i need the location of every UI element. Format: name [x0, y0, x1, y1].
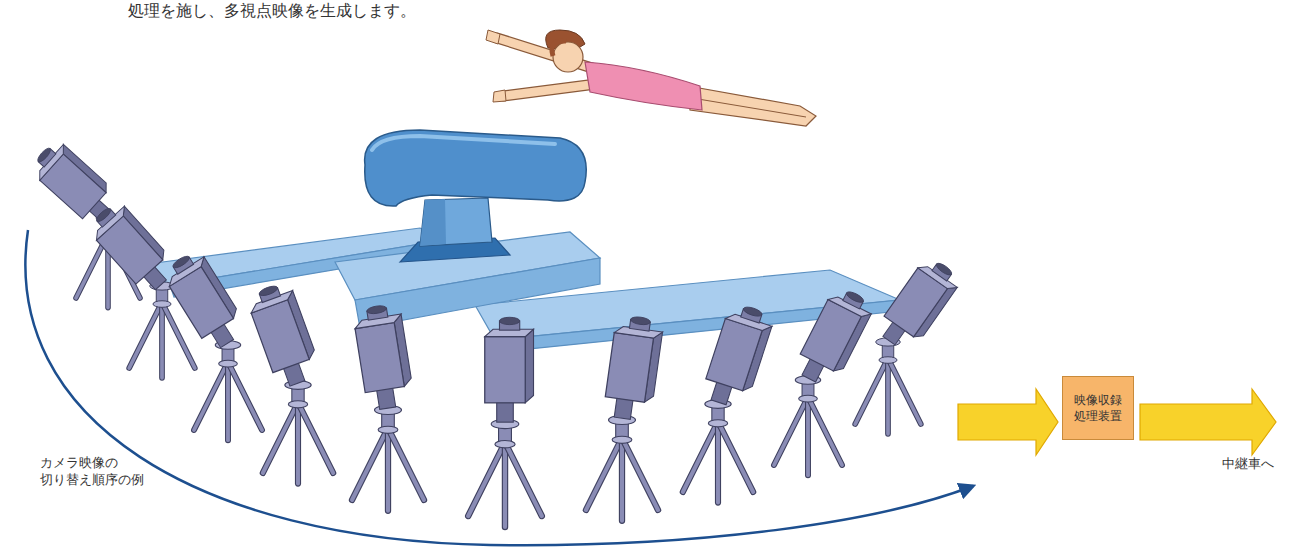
process-box: 映像収録 処理装置	[1062, 376, 1134, 440]
vaulting-table	[365, 130, 587, 262]
gymnast	[486, 30, 816, 126]
destination-label: 中継車へ	[1222, 456, 1294, 473]
flow-arrow	[1140, 389, 1276, 455]
camera	[160, 247, 262, 440]
camera	[774, 284, 876, 476]
camera	[352, 303, 424, 511]
camera	[468, 317, 542, 527]
box-label: 映像収録 処理装置	[1063, 392, 1133, 424]
flow-arrow	[958, 389, 1058, 455]
camera	[683, 301, 776, 503]
camera	[586, 314, 664, 521]
camera-array	[27, 137, 963, 527]
body-text: 処理を施し、多視点映像を生成します。	[128, 0, 548, 22]
platform-mat	[335, 232, 600, 328]
switching-order-arc	[25, 230, 973, 545]
arc-caption: カメラ映像の 切り替え順序の例	[40, 455, 148, 489]
camera	[855, 254, 963, 434]
camera	[245, 280, 333, 484]
